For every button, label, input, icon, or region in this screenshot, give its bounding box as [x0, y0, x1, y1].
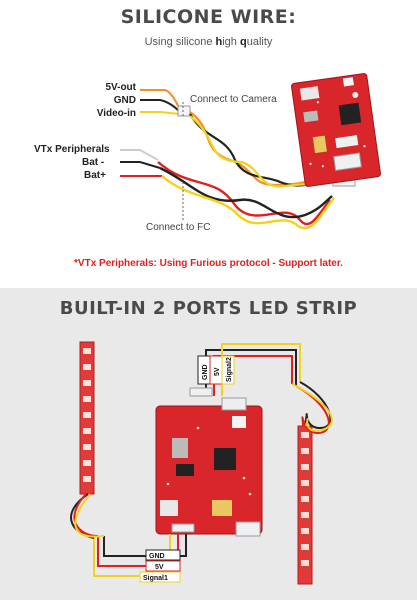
led-strip-section: BUILT-IN 2 PORTS LED STRIP: [0, 288, 417, 600]
label-video-in: Video-in: [96, 108, 136, 119]
label-bat-minus: Bat -: [82, 157, 105, 168]
connect-fc-caption: Connect to FC: [146, 222, 211, 233]
label-bat-plus: Bat+: [84, 170, 106, 181]
vtx-board: [291, 73, 381, 187]
left-led-strip: [79, 341, 95, 495]
furious-protocol-note: *VTx Peripherals: Using Furious protocol…: [74, 258, 343, 269]
tag-gnd-top: GND: [202, 364, 209, 380]
tag-signal1-bottom: Signal1: [143, 575, 168, 582]
tag-signal2-top: Signal2: [226, 357, 233, 382]
led-strip-diagram: GND 5V Signal2 GND 5V Signal1: [70, 341, 333, 585]
tag-gnd-bottom: GND: [149, 553, 165, 560]
label-vtx-peripherals: VTx Peripherals: [34, 144, 110, 155]
label-gnd: GND: [113, 95, 136, 106]
connect-camera-caption: Connect to Camera: [190, 94, 277, 105]
silicone-wire-title: SILICONE WIRE:: [120, 6, 297, 28]
silicone-wire-section: SILICONE WIRE: Using silicone high quali…: [0, 0, 417, 288]
camera-connector: [177, 105, 191, 117]
tag-5v-bottom: 5V: [155, 564, 164, 571]
led-strip-title: BUILT-IN 2 PORTS LED STRIP: [59, 298, 358, 319]
vtx-wiring-diagram: [120, 73, 381, 230]
center-vtx-board: [155, 397, 263, 537]
right-led-strip: [297, 425, 313, 585]
label-5v-out: 5V-out: [105, 82, 136, 93]
silicone-wire-subtitle: Using silicone high quality: [144, 36, 273, 48]
tag-5v-top: 5V: [214, 367, 221, 376]
